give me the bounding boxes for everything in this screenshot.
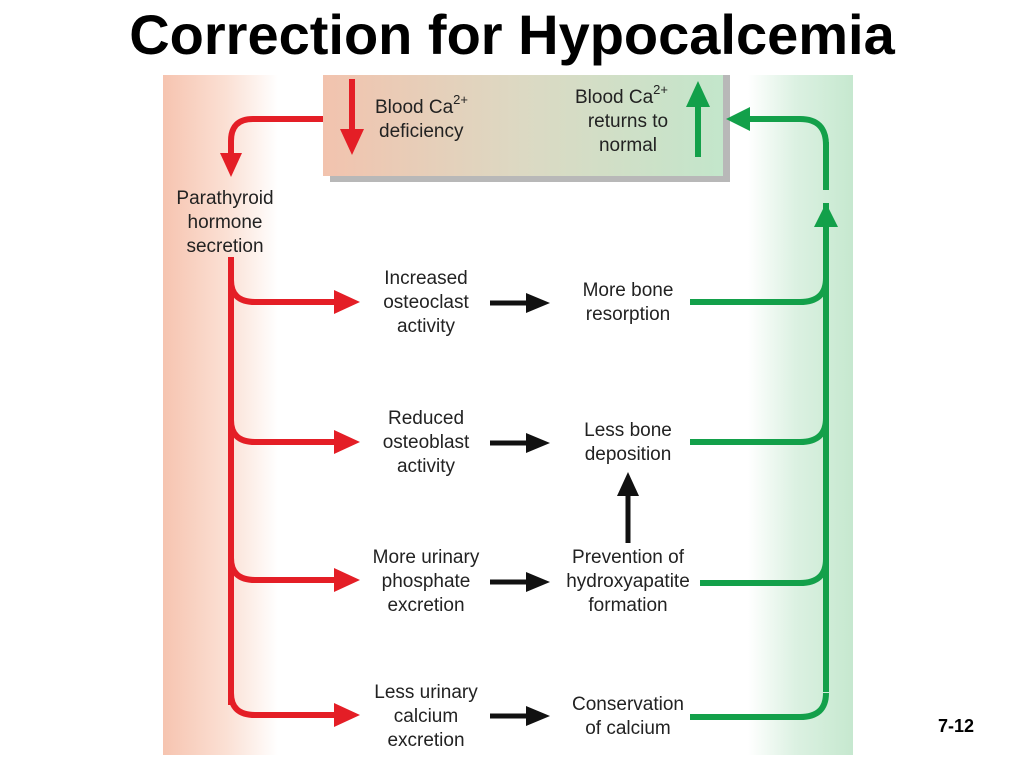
row4-cause-line1: Less urinary — [374, 682, 478, 703]
pth-label-line3: secretion — [186, 236, 263, 257]
up-arrow-icon — [686, 81, 710, 157]
row2-cause-line2: osteoblast — [383, 432, 470, 453]
row3-cause-line1: More urinary — [373, 547, 480, 568]
hypocalcemia-correction-diagram: Blood Ca2+ deficiency Blood Ca2+ returns… — [163, 75, 853, 755]
row4-effect-line1: Conservation — [572, 694, 684, 715]
green-branches — [690, 107, 838, 720]
normal-label-line2: returns to — [588, 111, 668, 132]
pth-label-line1: Parathyroid — [176, 188, 273, 209]
down-arrow-icon — [340, 79, 364, 155]
row2-cause-line3: activity — [397, 456, 456, 477]
red-feedback-arrowhead — [220, 153, 242, 177]
row1-cause-line2: osteoclast — [383, 292, 469, 313]
pth-label-line2: hormone — [188, 212, 263, 233]
slide-title: Correction for Hypocalcemia — [129, 3, 895, 66]
normal-label: Blood Ca2+ — [575, 82, 668, 108]
black-arrows — [490, 293, 639, 726]
slide-number: 7-12 — [938, 716, 975, 736]
row4-effect-line2: of calcium — [585, 718, 671, 739]
left-band — [163, 75, 278, 755]
right-band — [748, 75, 853, 755]
row2-cause-line1: Reduced — [388, 408, 464, 429]
row1-effect-line1: More bone — [583, 280, 674, 301]
deficiency-label-line2: deficiency — [379, 121, 464, 142]
row3-effect-line3: formation — [588, 595, 667, 616]
red-branches — [228, 257, 360, 727]
row2-effect-line1: Less bone — [584, 420, 672, 441]
row1-cause-line1: Increased — [384, 268, 467, 289]
row3-effect-line2: hydroxyapatite — [566, 571, 690, 592]
row1-cause-line3: activity — [397, 316, 456, 337]
red-feedback-line — [228, 116, 323, 157]
row1-effect-line2: resorption — [586, 304, 671, 325]
row3-cause-line3: excretion — [387, 595, 464, 616]
top-box — [323, 75, 723, 176]
row4-cause-line3: excretion — [387, 730, 464, 751]
normal-label-line3: normal — [599, 135, 657, 156]
row3-cause-line2: phosphate — [382, 571, 471, 592]
row4-cause-line2: calcium — [394, 706, 458, 727]
deficiency-label: Blood Ca2+ — [375, 92, 468, 118]
row2-effect-line2: deposition — [585, 444, 672, 465]
row3-effect-line1: Prevention of — [572, 547, 685, 568]
